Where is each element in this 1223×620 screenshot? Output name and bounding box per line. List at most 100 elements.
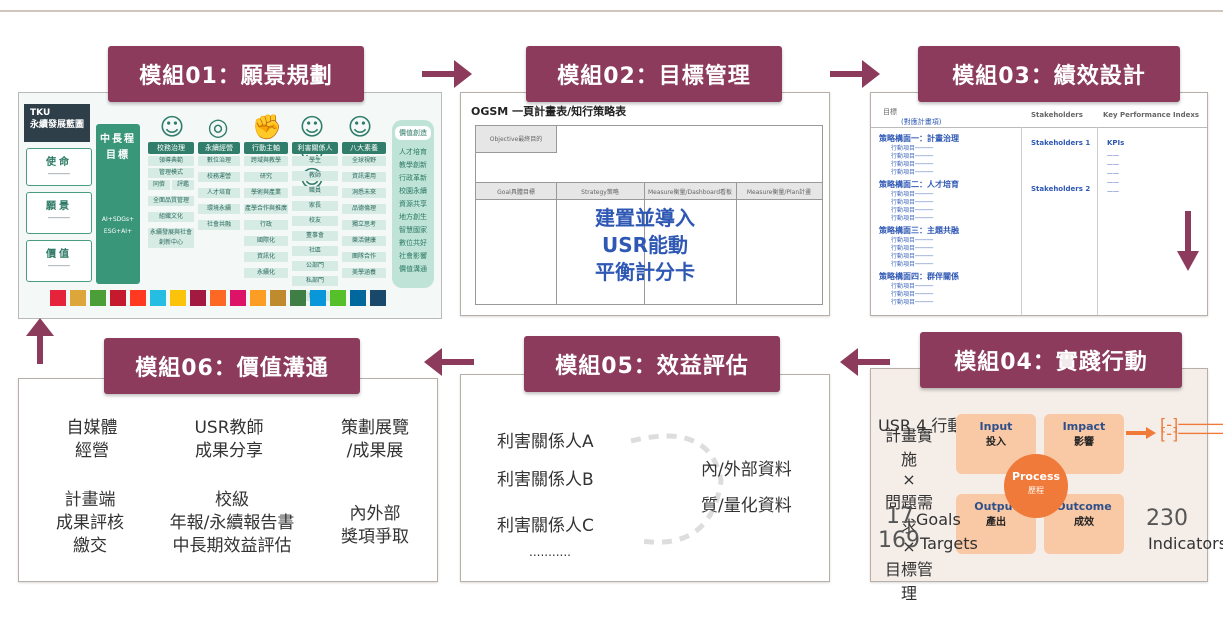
- cycle-arrows-icon: [611, 421, 731, 561]
- comm-line: 獎項爭取: [341, 527, 409, 547]
- output-en: Output: [974, 500, 1018, 513]
- col1-item: 永續發展與社會創新中心: [148, 228, 194, 248]
- col-sustainability: 永續經營 數位治理 校務運營 人才培育 環境永續 社會共融: [198, 142, 240, 230]
- kpi-header-kpis: Key Performance Indexs: [1103, 111, 1200, 119]
- col1-item: 同儕: [148, 180, 170, 190]
- input-en: Input: [979, 420, 1013, 433]
- col-header-row: [476, 183, 822, 200]
- comm-item: 策劃展覽 /成果展: [325, 417, 425, 463]
- globe-hands-icon: ◎: [207, 113, 229, 141]
- col4-item: 校友: [292, 216, 338, 226]
- flow-arrow-up-icon: [26, 318, 54, 364]
- kpi-col-rule: [1097, 127, 1098, 315]
- col-header-stakeholders: 利害關係人: [292, 142, 338, 154]
- stakeholder-item: 利害關係人A: [497, 432, 594, 452]
- col-literacies: 八大素養 全球視野 資訊運用 洞悉未來 品德倫理 獨立思考 樂活健康 團隊合作 …: [342, 142, 386, 278]
- stakeholder-more: ...........: [529, 545, 571, 559]
- indicators-number: 230: [1146, 506, 1188, 531]
- strategy-section: 策略構面一：計畫治理: [879, 134, 959, 143]
- sdg-14-icon: [310, 290, 326, 306]
- targets-number: 169: [878, 528, 920, 553]
- module-03-label: 模組03：績效設計: [918, 46, 1180, 102]
- vision-heading: 願景: [46, 201, 72, 212]
- ogsm-col-header: Measure衡量/Plan計畫: [746, 189, 812, 196]
- module-06-panel: 自媒體 經營 USR教師 成果分享 策劃展覽 /成果展 計畫端 成果評核 繳交 …: [18, 378, 438, 582]
- module-06-label: 模組06：價值溝通: [104, 338, 360, 394]
- impact-zh: 影響: [1074, 437, 1094, 448]
- comm-line: 內外部: [349, 504, 401, 524]
- stakeholder-item: 利害關係人B: [497, 470, 594, 490]
- value-item: 教學創新: [399, 161, 427, 169]
- col4-item: 私部門: [292, 276, 338, 286]
- kpi-header-stakeholders: Stakeholders: [1031, 111, 1083, 119]
- sdg-2-icon: [70, 290, 86, 306]
- objective-cell: Objective最終目的: [476, 126, 557, 153]
- goal-sdg-1: AI+SDGs+: [101, 216, 135, 223]
- strategy-lines: 行動項目─────行動項目─────行動項目─────: [891, 283, 934, 306]
- ogsm-title: OGSM 一頁計畫表/知行策略表: [471, 105, 627, 118]
- sdg-13-icon: [290, 290, 306, 306]
- value-item: 地方創生: [399, 213, 427, 221]
- comm-item: 內外部 獎項爭取: [325, 503, 425, 549]
- value-item: 社會影響: [399, 252, 427, 260]
- strategy-lines: 行動項目─────行動項目─────行動項目─────行動項目─────: [891, 237, 934, 268]
- value-item: 智慧國家: [399, 226, 427, 234]
- col5-item: 洞悉未來: [342, 188, 386, 198]
- action-times: ×: [902, 537, 916, 556]
- col3-item: 學術與產業: [244, 188, 288, 198]
- tku-header: TKU 永續發展藍圖: [24, 104, 90, 142]
- col-header-sustainability: 永續經營: [198, 142, 240, 154]
- ogsm-table: Objective最終目的 Goal具體目標 Strategy策略 Measur…: [475, 125, 823, 305]
- tku-title: TKU: [30, 108, 51, 118]
- value-creation-column: 價值創造 人才培育 教學創新 行政革新 校園永續 資源共享 地方創生 智慧國家 …: [392, 120, 434, 288]
- col3-item: 行政: [244, 220, 288, 230]
- col-header-literacies: 八大素養: [342, 142, 386, 154]
- kpi-dashes: ——————————: [1107, 152, 1119, 195]
- impact-en: Impact: [1062, 420, 1106, 433]
- comm-line: 繳交: [73, 536, 107, 556]
- goals-number: 17: [886, 504, 914, 529]
- col-stakeholders: 利害關係人 學生 教師 職員 家長 校友 董事會 社區 公部門 私部門 媒體: [292, 142, 338, 301]
- value-item: 人才培育: [399, 148, 427, 156]
- col4-item: 職員: [292, 186, 338, 196]
- col1-item: 組織文化: [148, 212, 194, 222]
- comm-line: 中長期效益評估: [172, 536, 292, 556]
- sdg-10-icon: [230, 290, 246, 306]
- indicators-label: Indicators: [1148, 534, 1223, 553]
- kpis-label: KPIs: [1107, 139, 1125, 147]
- mission-box: 使命 ──────: [26, 148, 92, 186]
- comm-item: 自媒體 經營: [47, 417, 137, 463]
- down-arrow-icon: [1177, 211, 1199, 271]
- col-divider: [556, 183, 557, 304]
- kpi-header-plan: (對應計畫項): [901, 118, 942, 126]
- sdg-4-icon: [110, 290, 126, 306]
- comm-item: USR教師 成果分享: [179, 417, 279, 463]
- comm-item: 計畫端 成果評核 繳交: [35, 489, 145, 558]
- col4-item: 社區: [292, 246, 338, 256]
- ogsm-col-header: Measure衡量/Dashboard看板: [647, 189, 733, 196]
- kpi-col-rule: [1021, 127, 1022, 315]
- comm-line: 經營: [75, 441, 109, 461]
- sdg-6-icon: [150, 290, 166, 306]
- action-line: 目標管理: [884, 560, 933, 603]
- module-02-panel: OGSM 一頁計畫表/知行策略表 Objective最終目的 Goal具體目標 …: [460, 92, 830, 316]
- action-stack: 計畫實施 × 問題需求 × 目標管理: [880, 422, 938, 604]
- strategy-lines: 行動項目─────行動項目─────行動項目─────行動項目─────: [891, 191, 934, 222]
- col-action-axis: 行動主軸 跨域與教學 研究 學術與產業 產學合作與推廣 行政 國際化 資訊化 永…: [244, 142, 288, 278]
- process-zh: 歷程: [1028, 486, 1044, 495]
- goal-title-1: 中長程: [100, 134, 136, 145]
- col-divider: [736, 183, 737, 304]
- value-item: 數位共好: [399, 239, 427, 247]
- module-05-label: 模組05：效益評估: [524, 336, 780, 392]
- sdg-1-icon: [50, 290, 66, 306]
- col2-item: 社會共融: [198, 220, 240, 230]
- sdg-15-icon: [330, 290, 346, 306]
- col4-item: 學生: [292, 156, 338, 166]
- value-item: 資源共享: [399, 200, 427, 208]
- row-divider: [476, 182, 822, 183]
- vision-box: 願景 ──────: [26, 192, 92, 234]
- col2-item: 校務運營: [198, 172, 240, 182]
- col3-item: 跨域與教學: [244, 156, 288, 166]
- kpi-header-rule: [871, 127, 1207, 128]
- mission-text: ──────: [48, 171, 70, 178]
